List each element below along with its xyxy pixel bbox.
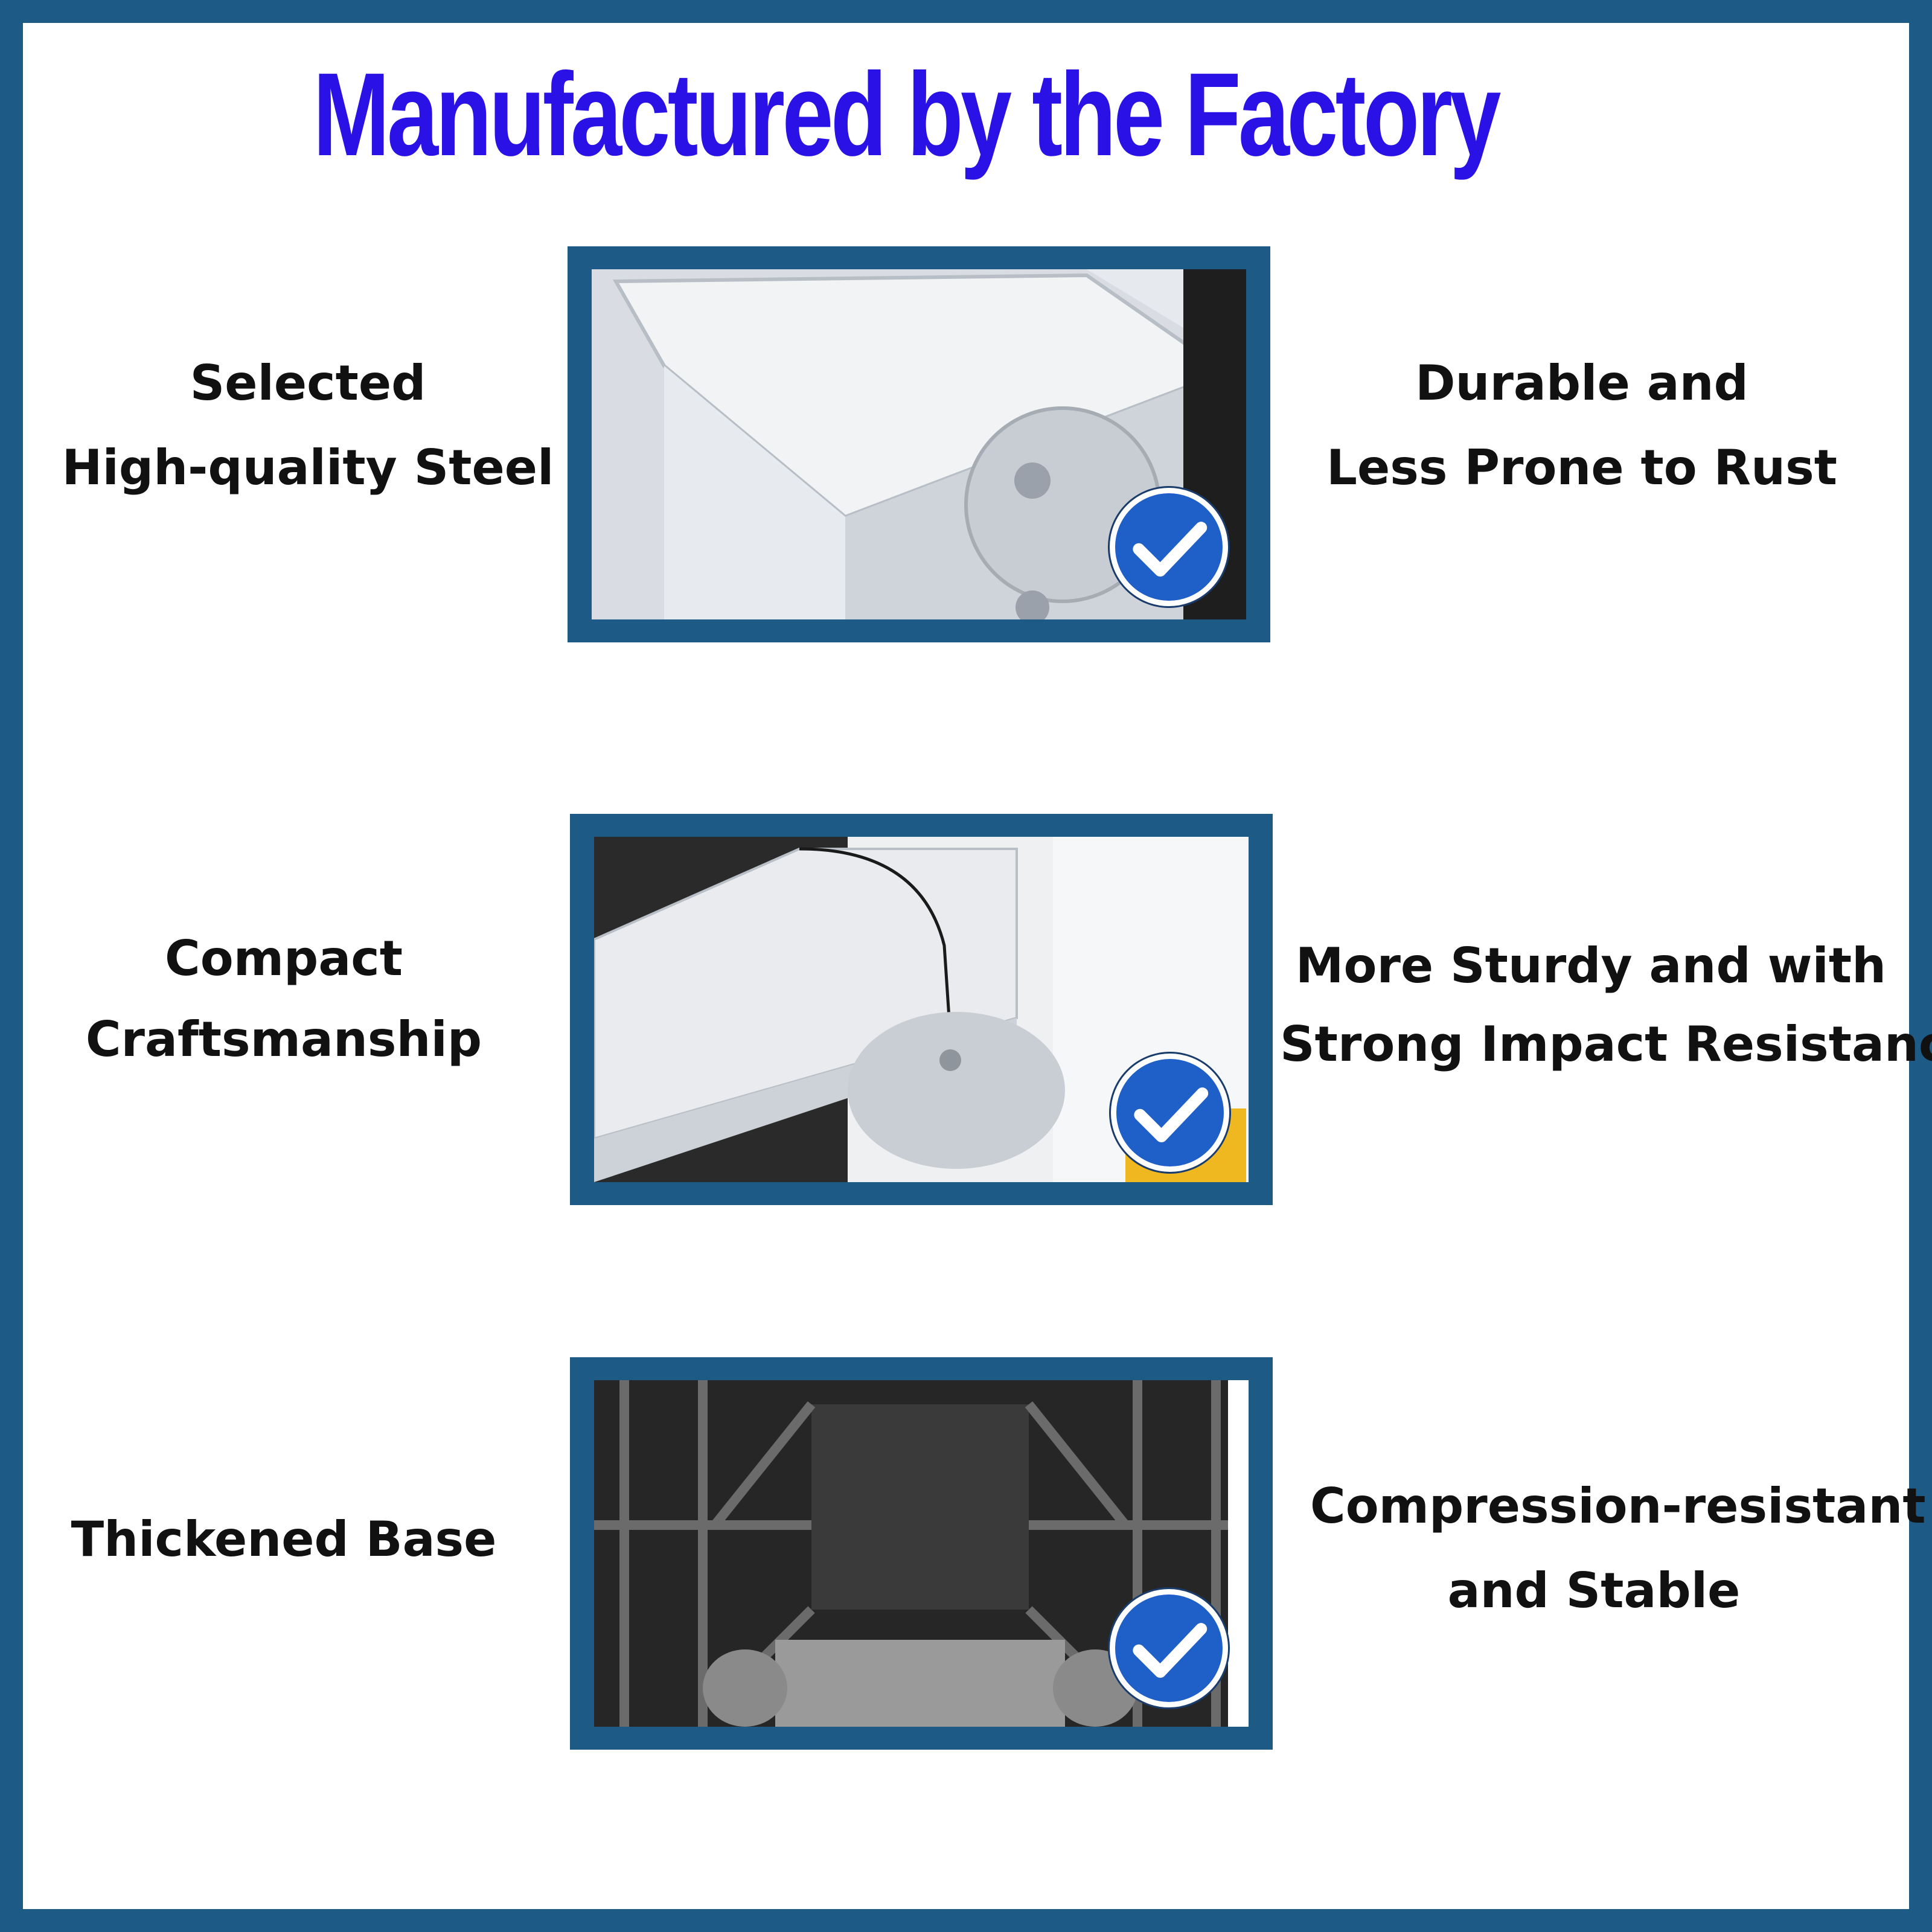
feature-left-3-line-1: Thickened Base [71, 1511, 497, 1567]
feature-right-1: Durable and Less Prone to Rust [1310, 359, 1854, 492]
feature-left-2-line-1: Compact [165, 930, 403, 987]
feature-right-3: Compression-resistant and Stable [1310, 1478, 1926, 1619]
feature-right-3-line-2: and Stable [1447, 1563, 1741, 1619]
feature-right-1-line-1: Durable and [1415, 355, 1748, 411]
feature-right-3-line-1: Compression-resistant [1310, 1478, 1926, 1534]
feature-left-1: Selected High-quality Steel [60, 359, 555, 492]
feature-left-3: Thickened Base [42, 1515, 525, 1564]
checkmark-glyph [1133, 1623, 1208, 1678]
checkmark-icon [1111, 1054, 1229, 1172]
feature-right-2: More Sturdy and with Strong Impact Resis… [1280, 938, 1932, 1072]
checkmark-glyph [1134, 1087, 1209, 1142]
checkmark-icon [1110, 1589, 1228, 1707]
checkmark-glyph [1133, 522, 1208, 577]
feature-left-2-line-2: Craftsmanship [85, 1011, 482, 1067]
page-title: Manufactured by the Factory [313, 48, 1501, 181]
feature-left-1-line-1: Selected [190, 355, 426, 411]
feature-left-2: Compact Craftsmanship [36, 935, 531, 1064]
feature-right-2-line-2: Strong Impact Resistance [1280, 1016, 1932, 1072]
feature-left-1-line-2: High-quality Steel [62, 440, 554, 496]
feature-right-2-line-1: More Sturdy and with [1295, 938, 1887, 994]
base-underside-image [594, 1380, 1249, 1727]
checkmark-icon [1110, 488, 1228, 606]
feature-right-1-line-2: Less Prone to Rust [1326, 440, 1837, 496]
